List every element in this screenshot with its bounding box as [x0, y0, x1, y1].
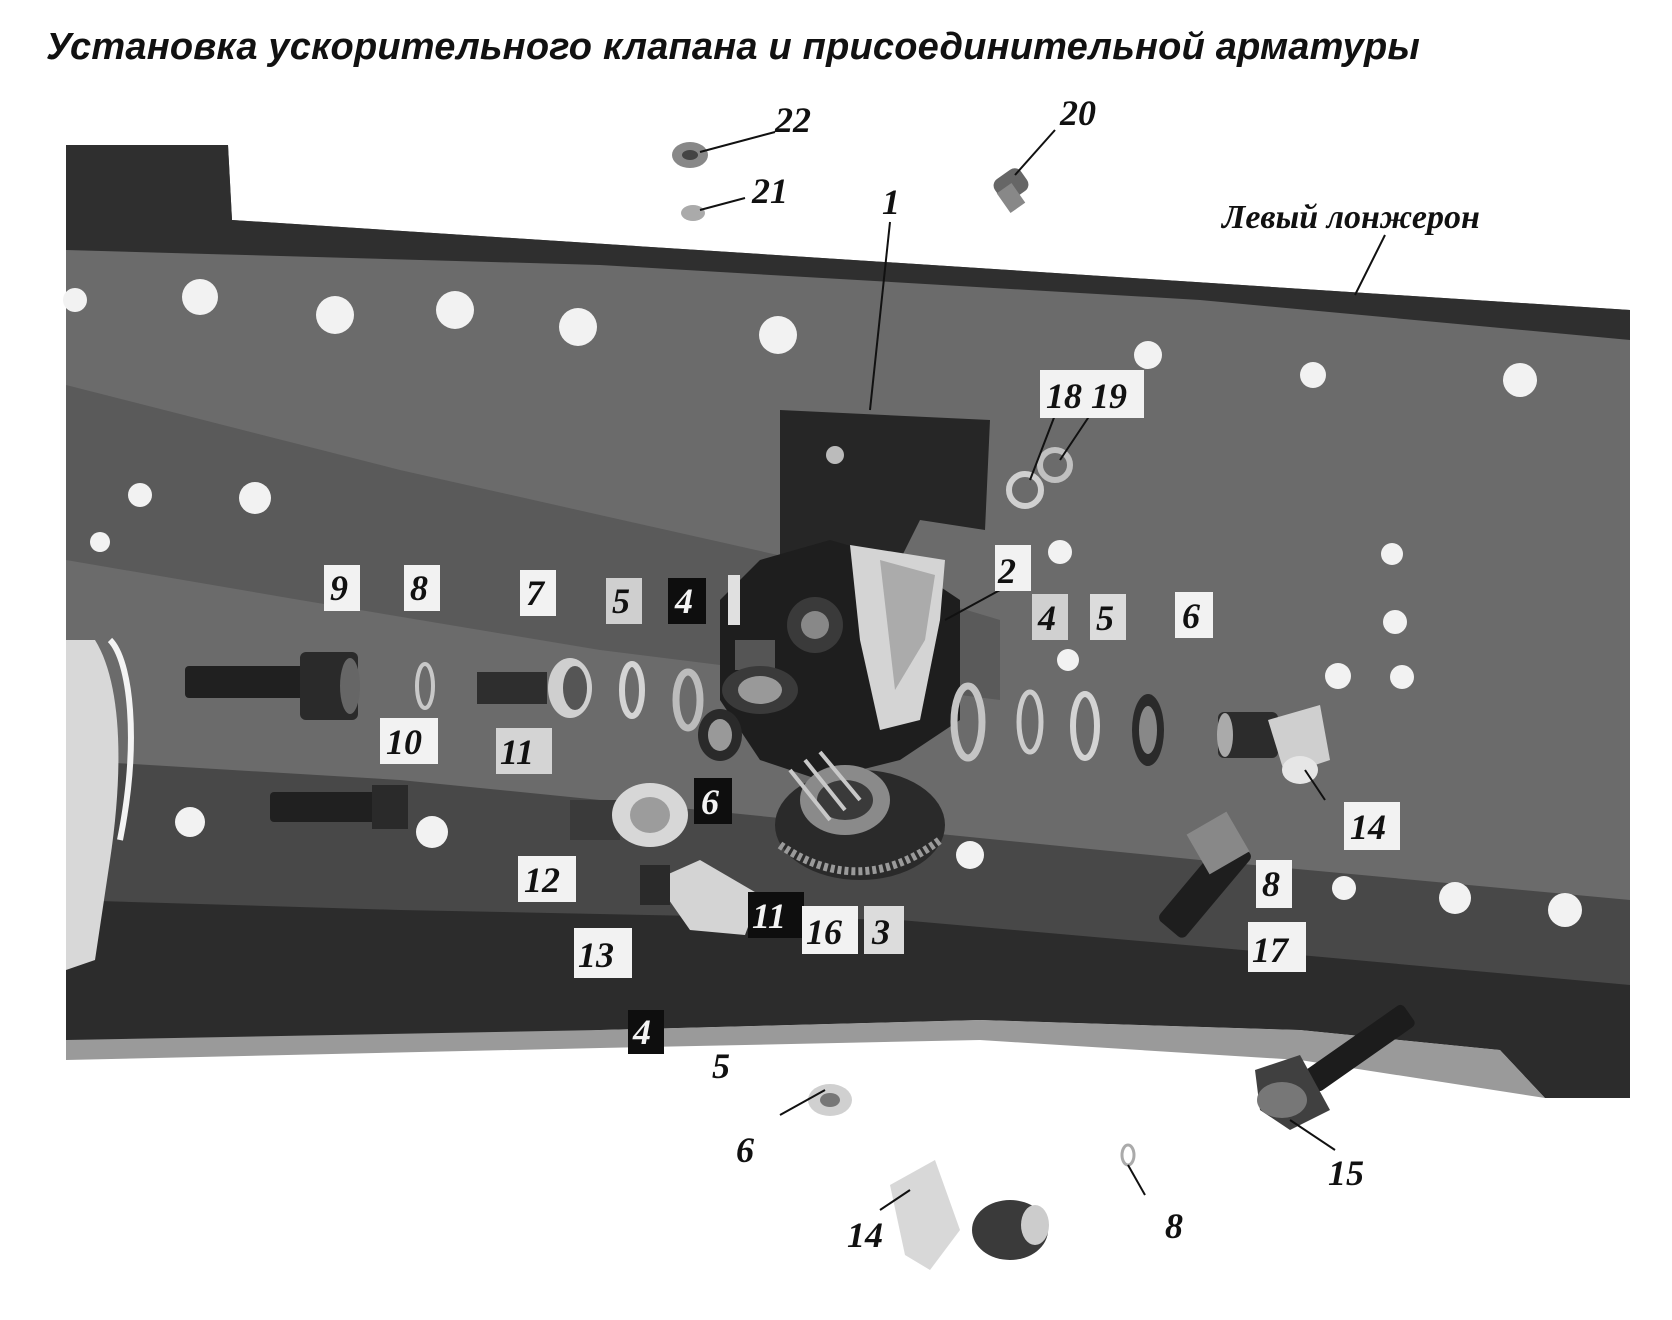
valve-bracket — [780, 410, 990, 560]
fitting-7-11 — [477, 658, 592, 718]
nuts-18-19 — [1006, 447, 1073, 509]
callout-8-bottom: 8 — [1165, 1206, 1183, 1246]
accelerator-valve — [720, 540, 960, 780]
elbow-fitting-14-bottom — [890, 1160, 1049, 1270]
callout-11-center: 11 — [752, 896, 786, 936]
callout-8-upper: 8 — [410, 568, 428, 608]
elbow-fitting-14-right — [1217, 705, 1330, 784]
rail-caption: Левый лонжерон — [1220, 199, 1480, 236]
ring-10 — [415, 662, 435, 710]
washer-21 — [681, 205, 705, 221]
callout-7: 7 — [526, 573, 546, 613]
callout-6-center: 6 — [701, 782, 719, 822]
callout-3: 3 — [871, 912, 890, 952]
callout-4-right: 4 — [1037, 598, 1056, 638]
callout-14-bottom: 14 — [847, 1215, 883, 1255]
callout-10: 10 — [386, 722, 422, 762]
rail-holes — [63, 279, 1582, 927]
bolt-lower-left — [270, 785, 408, 829]
callout-5-right: 5 — [1096, 598, 1114, 638]
washer-6-bottom — [808, 1084, 852, 1116]
tee-fitting-13 — [640, 860, 760, 935]
callout-16: 16 — [806, 912, 842, 952]
callout-18-19: 18 19 — [1046, 376, 1127, 416]
callout-11-left: 11 — [500, 732, 534, 772]
valve-base — [775, 750, 945, 880]
callout-5-left: 5 — [612, 581, 630, 621]
washer-22 — [672, 142, 708, 168]
callout-boxes — [324, 370, 1400, 1054]
fitting-4-left — [698, 575, 742, 761]
callout-12: 12 — [524, 860, 560, 900]
small-ring-8-bottom — [1120, 1143, 1136, 1167]
callout-1: 1 — [882, 182, 900, 222]
seal-rings-left — [619, 661, 704, 732]
pipe-fitting-9 — [185, 652, 360, 720]
callout-6-right: 6 — [1182, 596, 1200, 636]
callout-15: 15 — [1328, 1153, 1364, 1193]
callout-21: 21 — [751, 171, 788, 211]
callout-9: 9 — [330, 568, 348, 608]
callout-2: 2 — [997, 551, 1016, 591]
callout-22: 22 — [774, 100, 811, 140]
callout-labels: 22 21 20 1 18 19 2 9 8 7 5 4 4 5 6 10 11… — [330, 93, 1386, 1255]
callout-13: 13 — [578, 935, 614, 975]
callout-6-bottom: 6 — [736, 1130, 754, 1170]
callout-5-bottom: 5 — [712, 1046, 730, 1086]
leader-lines — [699, 129, 1386, 1211]
callout-17: 17 — [1252, 930, 1290, 970]
diagram-title: Установка ускорительного клапана и присо… — [46, 26, 1421, 68]
bolt-20 — [993, 168, 1029, 213]
callout-14-right: 14 — [1350, 807, 1386, 847]
callout-20: 20 — [1059, 93, 1096, 133]
callout-4-bottom: 4 — [632, 1012, 651, 1052]
elbow-fitting-12 — [570, 783, 688, 847]
bolt-17 — [1159, 811, 1251, 938]
callout-8-right: 8 — [1262, 864, 1280, 904]
callout-4-left: 4 — [674, 581, 693, 621]
seal-rings-right — [950, 682, 1164, 766]
bolt-15 — [1255, 1004, 1415, 1130]
